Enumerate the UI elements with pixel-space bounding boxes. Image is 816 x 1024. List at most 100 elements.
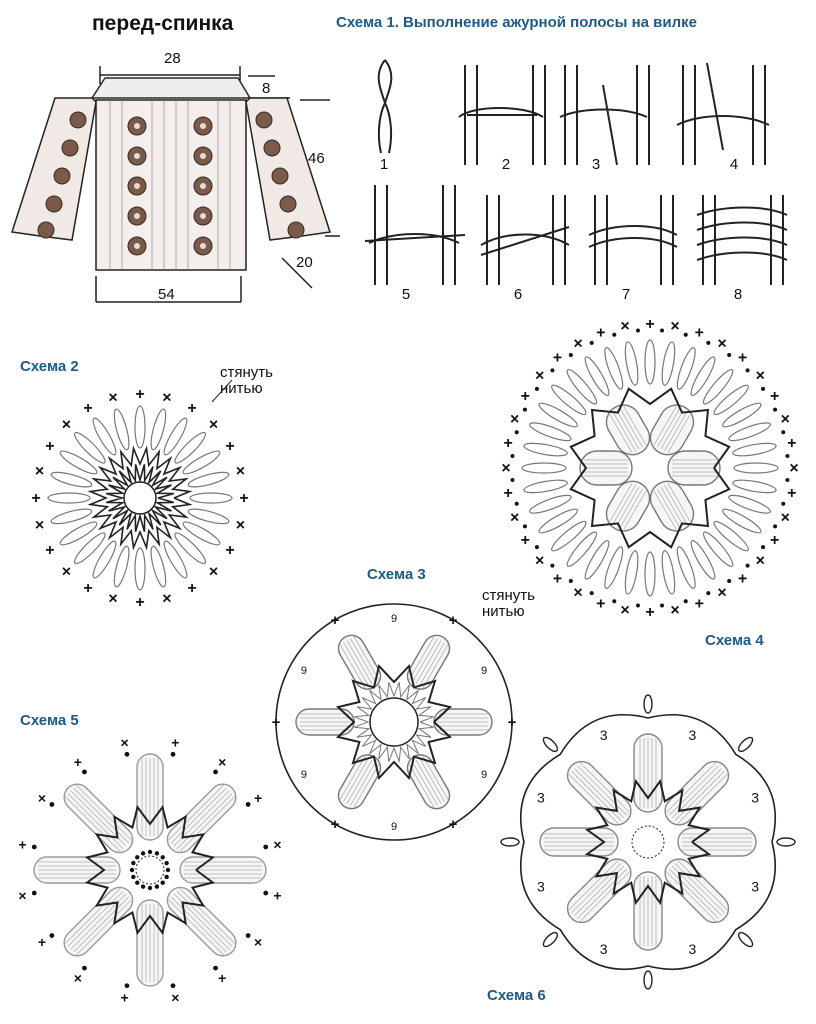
svg-text:+: + — [83, 400, 92, 417]
scheme1-step-1: 1 — [379, 156, 389, 173]
svg-text:×: × — [670, 602, 679, 619]
svg-text:+: + — [187, 400, 196, 417]
dim-cuff: 20 — [296, 254, 313, 271]
scheme1-step-7: 7 — [621, 286, 631, 303]
svg-text:×: × — [717, 335, 726, 352]
dim-shoulder: 8 — [262, 80, 271, 97]
svg-text:+: + — [645, 604, 654, 621]
scheme2-note-line-2: нитью — [220, 380, 263, 397]
svg-text:+: + — [331, 816, 340, 833]
svg-text:+: + — [449, 612, 458, 629]
svg-text:+: + — [171, 736, 179, 750]
svg-text:×: × — [108, 390, 117, 407]
svg-text:×: × — [62, 564, 71, 581]
svg-text:+: + — [31, 490, 40, 507]
svg-text:+: + — [218, 970, 226, 986]
svg-text:×: × — [254, 934, 262, 950]
svg-text:9: 9 — [301, 769, 307, 781]
svg-text:+: + — [770, 532, 779, 549]
svg-text:×: × — [510, 411, 519, 428]
svg-text:+: + — [225, 438, 234, 455]
svg-text:+: + — [787, 485, 796, 502]
svg-text:×: × — [573, 335, 582, 352]
svg-text:+: + — [83, 580, 92, 597]
svg-text:3: 3 — [688, 727, 696, 743]
scheme2-diagram: +×+×+×+×+×+×+×+×+×+×+×+× — [31, 379, 249, 611]
svg-text:×: × — [573, 585, 582, 602]
svg-text:+: + — [521, 532, 530, 549]
svg-text:×: × — [209, 416, 218, 433]
scheme3-note-line-1: стянуть — [482, 587, 535, 604]
svg-text:+: + — [135, 594, 144, 611]
svg-text:×: × — [121, 736, 129, 750]
svg-text:+: + — [787, 435, 796, 452]
scheme1-step-4: 4 — [729, 156, 739, 173]
svg-text:×: × — [535, 553, 544, 570]
svg-text:+: + — [738, 350, 747, 367]
scheme4-title: Схема 4 — [705, 632, 764, 649]
dim-sleeve: 46 — [308, 150, 325, 167]
svg-text:+: + — [38, 934, 46, 950]
scheme1-step-5: 5 — [401, 286, 411, 303]
scheme3-diagram: 9+9+9+9+9+9+ — [272, 603, 517, 841]
svg-text:×: × — [781, 509, 790, 526]
svg-text:+: + — [18, 837, 26, 853]
svg-text:×: × — [756, 553, 765, 570]
svg-text:+: + — [225, 542, 234, 559]
svg-text:+: + — [770, 388, 779, 405]
svg-text:+: + — [187, 580, 196, 597]
svg-text:×: × — [620, 318, 629, 335]
svg-text:×: × — [501, 460, 510, 477]
scheme2-note-line-1: стянуть — [220, 364, 273, 381]
svg-text:+: + — [553, 570, 562, 587]
svg-text:+: + — [553, 350, 562, 367]
svg-text:+: + — [449, 816, 458, 833]
svg-text:3: 3 — [688, 941, 696, 957]
svg-text:9: 9 — [391, 613, 397, 625]
svg-text:×: × — [620, 602, 629, 619]
svg-text:+: + — [74, 754, 82, 770]
svg-text:×: × — [38, 790, 46, 806]
svg-text:3: 3 — [537, 878, 545, 894]
svg-text:+: + — [596, 595, 605, 612]
svg-text:+: + — [504, 435, 513, 452]
svg-text:×: × — [273, 837, 281, 853]
scheme1-step-3: 3 — [591, 156, 601, 173]
svg-text:3: 3 — [600, 727, 608, 743]
svg-text:×: × — [62, 416, 71, 433]
garment-title: перед-спинка — [92, 12, 234, 35]
svg-text:9: 9 — [301, 665, 307, 677]
svg-text:×: × — [236, 463, 245, 480]
svg-text:×: × — [18, 887, 26, 903]
svg-text:×: × — [236, 517, 245, 534]
svg-text:×: × — [781, 411, 790, 428]
scheme5-title: Схема 5 — [20, 712, 79, 729]
dim-top: 28 — [164, 50, 181, 67]
svg-text:+: + — [45, 542, 54, 559]
svg-text:×: × — [218, 754, 226, 770]
scheme3-title: Схема 3 — [367, 566, 426, 583]
svg-text:3: 3 — [600, 941, 608, 957]
svg-text:×: × — [162, 590, 171, 607]
scheme6-title: Схема 6 — [487, 987, 546, 1004]
svg-text:+: + — [135, 386, 144, 403]
scheme3-note-line-2: нитью — [482, 603, 525, 620]
svg-text:+: + — [331, 612, 340, 629]
svg-text:×: × — [756, 367, 765, 384]
svg-text:×: × — [171, 990, 179, 1006]
garment-schematic — [11, 66, 340, 303]
svg-text:+: + — [45, 438, 54, 455]
svg-text:9: 9 — [391, 821, 397, 833]
svg-text:9: 9 — [481, 665, 487, 677]
scheme1-illustrations — [364, 59, 788, 285]
svg-text:+: + — [239, 490, 248, 507]
scheme1-step-8: 8 — [733, 286, 743, 303]
svg-text:+: + — [596, 325, 605, 342]
svg-text:×: × — [535, 367, 544, 384]
svg-text:×: × — [35, 463, 44, 480]
svg-text:×: × — [162, 390, 171, 407]
svg-text:×: × — [74, 970, 82, 986]
scheme3-note: стянуть нитью — [482, 588, 535, 620]
svg-text:+: + — [504, 485, 513, 502]
